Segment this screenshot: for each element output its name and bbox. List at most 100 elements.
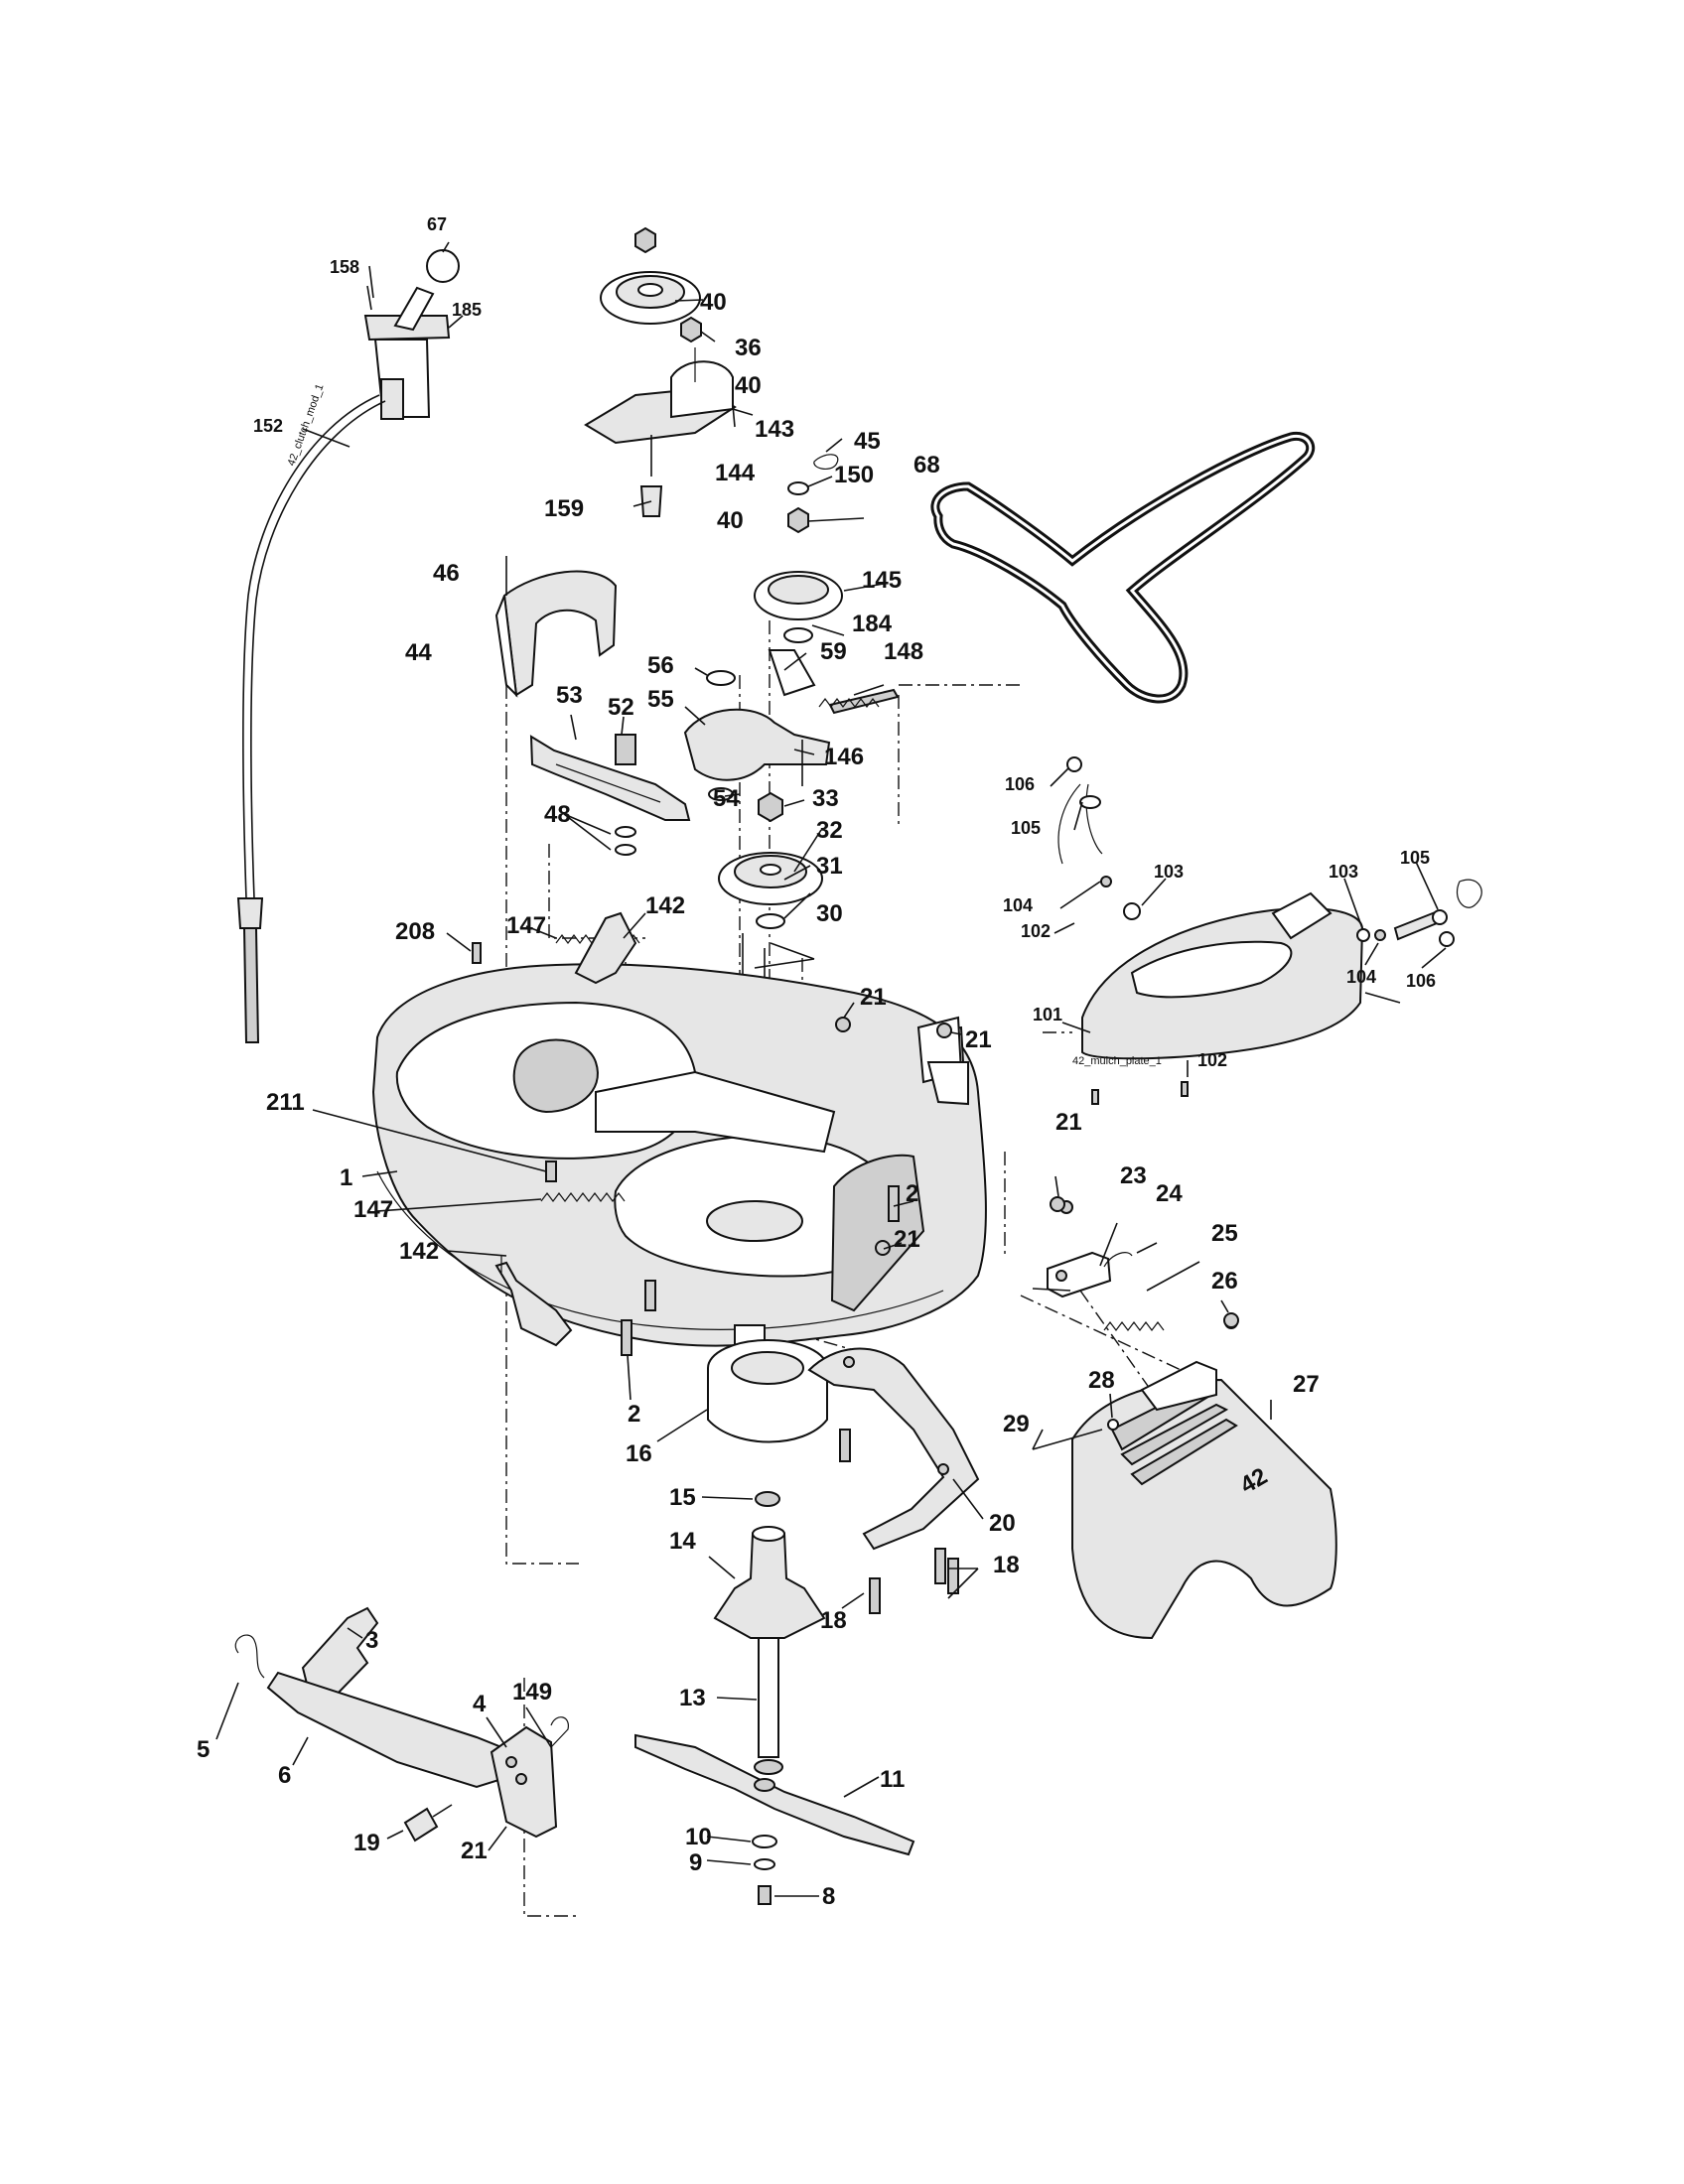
callout-label: 14 <box>669 1528 696 1555</box>
callout-label: 5 <box>197 1736 210 1763</box>
callout-label: 2 <box>906 1180 918 1207</box>
callout-label: 15 <box>669 1484 696 1511</box>
callout-label: 150 <box>834 462 874 488</box>
idler-pulley-assembly <box>584 226 737 517</box>
callout-label: 106 <box>1406 971 1436 991</box>
leader-lines <box>215 241 1447 1897</box>
callout-label: 52 <box>608 694 634 721</box>
rear-hanger <box>494 911 637 1347</box>
discharge-chute: 42 <box>1032 1200 1337 1640</box>
callout-label: 45 <box>854 428 881 455</box>
callout-label: 146 <box>824 744 864 770</box>
callout-label: 4 <box>473 1691 487 1717</box>
callout-label: 10 <box>685 1824 712 1850</box>
callout-label: 103 <box>1154 862 1184 882</box>
callout-label: 148 <box>884 638 923 665</box>
callout-label: 152 <box>253 416 283 436</box>
callout-label: 11 <box>880 1766 905 1793</box>
front-hanger-link <box>234 1606 569 1843</box>
hardware <box>472 942 1239 1584</box>
callout-label: 18 <box>820 1607 847 1634</box>
callout-label: 26 <box>1211 1268 1238 1295</box>
callout-label: 28 <box>1088 1367 1115 1394</box>
callout-label: 144 <box>715 460 756 486</box>
callout-label: 21 <box>860 984 887 1011</box>
callout-label: 2 <box>628 1401 640 1428</box>
callout-label: 185 <box>452 300 482 320</box>
callout-label: 104 <box>1346 967 1376 987</box>
callout-label: 33 <box>812 785 839 812</box>
callout-label: 40 <box>717 507 744 534</box>
callout-label: 21 <box>894 1226 920 1253</box>
drive-belt <box>930 431 1316 704</box>
mulch-plate: 42_mulch_plate_1 <box>1057 756 1482 1105</box>
callout-label: 20 <box>989 1510 1016 1537</box>
callout-label: 32 <box>816 817 843 844</box>
mulch-plate-caption: 42_mulch_plate_1 <box>1072 1055 1162 1067</box>
knob <box>426 249 460 283</box>
callout-label: 8 <box>822 1883 835 1910</box>
callout-label: 149 <box>512 1679 552 1706</box>
callout-label: 48 <box>544 801 571 828</box>
callout-label: 23 <box>1120 1162 1147 1189</box>
callout-label: 59 <box>820 638 847 665</box>
callout-label: 36 <box>735 335 762 361</box>
callout-label: 101 <box>1033 1005 1062 1024</box>
callout-label: 104 <box>1003 895 1033 915</box>
mower-deck <box>371 963 987 1347</box>
callout-label: 16 <box>626 1440 652 1467</box>
callout-label: 29 <box>1003 1411 1030 1437</box>
idler-arm <box>529 649 900 856</box>
callout-label: 143 <box>755 416 794 443</box>
callout-label: 53 <box>556 682 583 709</box>
callout-label: 25 <box>1211 1220 1238 1247</box>
callout-label: 1 <box>340 1164 352 1191</box>
callout-label: 147 <box>506 912 546 939</box>
callout-label: 208 <box>395 918 435 945</box>
spindle-assembly <box>707 1339 828 1775</box>
callout-label: 54 <box>713 785 740 812</box>
callout-label: 159 <box>544 495 584 522</box>
callout-label: 21 <box>1055 1109 1082 1136</box>
callout-label: 21 <box>965 1026 992 1053</box>
baffle <box>807 1347 980 1614</box>
callout-label: 158 <box>330 257 359 277</box>
upper-idler-stack <box>754 454 843 643</box>
callout-labels: 67 158 185 152 40 36 40 143 144 45 150 1… <box>197 214 1436 1910</box>
callout-label: 56 <box>647 652 674 679</box>
callout-label: 40 <box>735 372 762 399</box>
callout-label: 147 <box>353 1196 393 1223</box>
callout-label: 106 <box>1005 774 1035 794</box>
callout-label: 46 <box>433 560 460 587</box>
callout-label: 68 <box>913 452 940 478</box>
callout-label: 145 <box>862 567 902 594</box>
callout-label: 31 <box>816 853 843 880</box>
callout-label: 102 <box>1021 921 1051 941</box>
callout-label: 21 <box>461 1838 488 1864</box>
callout-label: 105 <box>1011 818 1041 838</box>
callout-label: 102 <box>1197 1050 1227 1070</box>
deck-brackets <box>916 1016 969 1106</box>
callout-label: 44 <box>405 639 432 666</box>
belt-guard <box>494 556 618 698</box>
callout-label: 67 <box>427 214 447 234</box>
callout-label: 24 <box>1156 1180 1183 1207</box>
callout-label: 30 <box>816 900 843 927</box>
callout-label: 27 <box>1293 1371 1320 1398</box>
callout-label: 55 <box>647 686 674 713</box>
mower-blade <box>634 1733 915 1905</box>
callout-label: 18 <box>993 1552 1020 1578</box>
callout-label: 19 <box>353 1830 380 1856</box>
callout-label: 142 <box>645 892 685 919</box>
callout-label: 105 <box>1400 848 1430 868</box>
callout-label: 6 <box>278 1762 291 1789</box>
callout-label: 184 <box>852 611 893 637</box>
callout-label: 13 <box>679 1685 706 1711</box>
callout-label: 103 <box>1329 862 1358 882</box>
callout-label: 40 <box>700 289 727 316</box>
callout-label: 211 <box>266 1089 305 1116</box>
callout-label: 142 <box>399 1238 439 1265</box>
callout-label: 3 <box>365 1627 378 1654</box>
callout-label: 9 <box>689 1849 702 1876</box>
